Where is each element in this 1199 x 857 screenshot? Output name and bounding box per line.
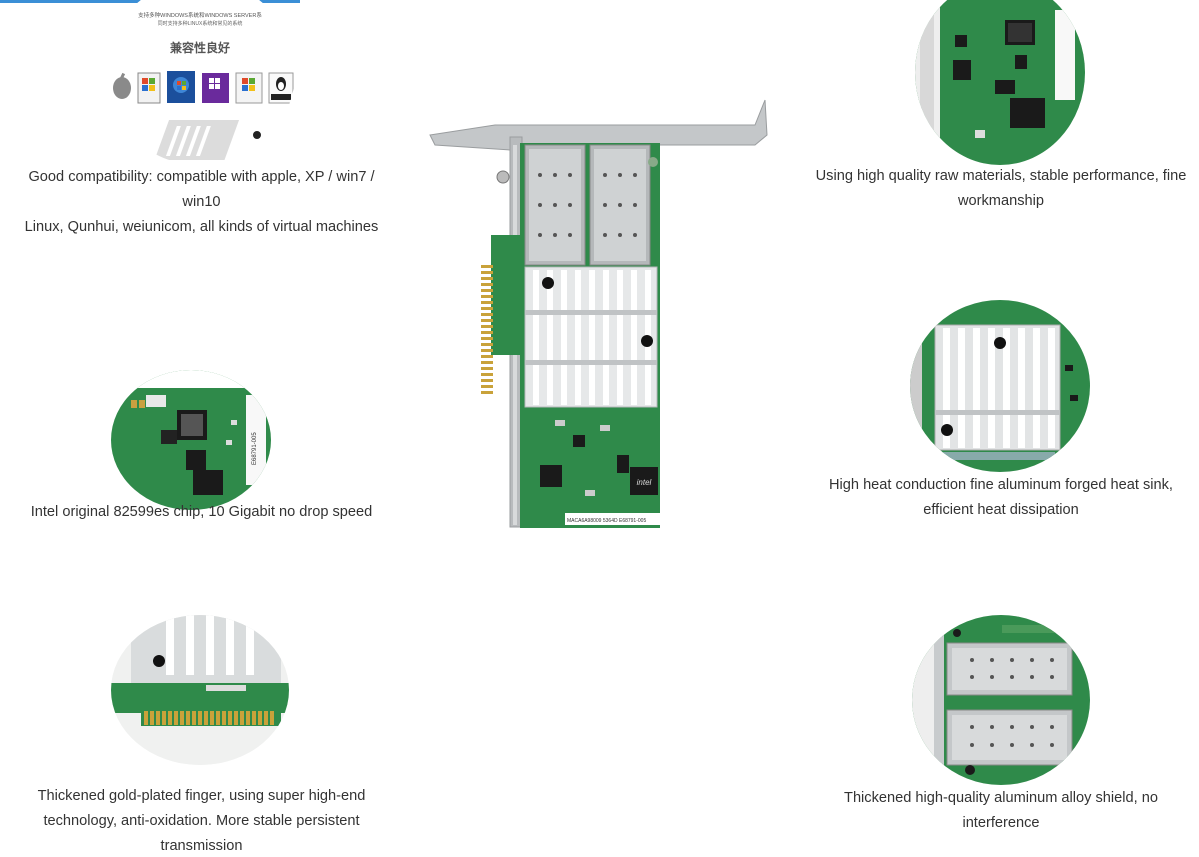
caption-line: win10 <box>182 194 221 210</box>
caption-line: Linux, Qunhui, weiunicom, all kinds of v… <box>24 219 379 235</box>
network-card-photo: intel MACA6A98009 5364D E68791-005 <box>425 95 775 535</box>
chip-photo: E68791-005 <box>111 370 271 510</box>
intel-chip <box>630 467 658 495</box>
caption-line: Thickened high-quality aluminum alloy sh… <box>844 790 1158 806</box>
chip-caption: Intel original 82599es chip, 10 Gigabit … <box>10 500 393 525</box>
shield-caption: Thickened high-quality aluminum alloy sh… <box>801 786 1199 836</box>
shield-photo <box>912 615 1090 785</box>
apple-icon <box>113 72 131 99</box>
sfp-cage-1 <box>524 144 586 266</box>
intel-chip-label: intel <box>637 478 652 487</box>
card-fragment <box>154 120 261 160</box>
serial-text: MACA6A98009 5364D E68791-005 <box>567 518 646 524</box>
gold-finger-caption: Thickened gold-plated finger, using supe… <box>10 784 393 857</box>
windows-server-icon <box>235 72 263 104</box>
caption-line: interference <box>962 815 1040 831</box>
windows-xp-icon <box>137 72 161 104</box>
windows-8-icon <box>202 73 229 103</box>
caption-line: efficient heat dissipation <box>923 502 1079 518</box>
banner-line-1: 支持多种WINDOWS系统和WINDOWS SERVER系 <box>138 11 262 19</box>
compatibility-photo: 支持多种WINDOWS系统和WINDOWS SERVER系 同时支持多种LINU… <box>105 0 295 165</box>
sfp-cage-lower <box>946 709 1073 766</box>
materials-photo <box>915 0 1085 165</box>
compatibility-caption: Good compatibility: compatible with appl… <box>10 165 393 240</box>
gold-finger-photo <box>111 615 289 765</box>
caption-line: technology, anti-oxidation. More stable … <box>43 813 360 829</box>
gold-finger-edge <box>481 265 493 394</box>
gold-contacts <box>144 711 274 725</box>
banner-line-2: 同时支持多种LINUX系统和常见的系统 <box>158 20 243 27</box>
caption-line: transmission <box>160 838 243 854</box>
serial-label <box>565 513 660 525</box>
materials-caption: Using high quality raw materials, stable… <box>801 164 1199 214</box>
sfp-cage-upper <box>946 642 1073 696</box>
caption-line: workmanship <box>958 193 1044 209</box>
caption-line: Using high quality raw materials, stable… <box>815 168 1187 184</box>
pcb-label: E68791-005 <box>252 432 258 465</box>
heatsink-photo <box>910 300 1090 472</box>
chip-component <box>540 465 562 487</box>
compatibility-title: 兼容性良好 <box>169 40 230 55</box>
windows-7-icon <box>167 71 195 103</box>
caption-line: Thickened gold-plated finger, using supe… <box>37 788 366 804</box>
linux-icon <box>268 72 294 104</box>
caption-line: Good compatibility: compatible with appl… <box>28 169 375 185</box>
heatsink <box>524 266 658 408</box>
sfp-cage-2 <box>589 144 651 266</box>
caption-line: Intel original 82599es chip, 10 Gigabit … <box>30 504 373 520</box>
caption-line: High heat conduction fine aluminum forge… <box>829 477 1173 493</box>
heatsink-caption: High heat conduction fine aluminum forge… <box>801 473 1199 523</box>
